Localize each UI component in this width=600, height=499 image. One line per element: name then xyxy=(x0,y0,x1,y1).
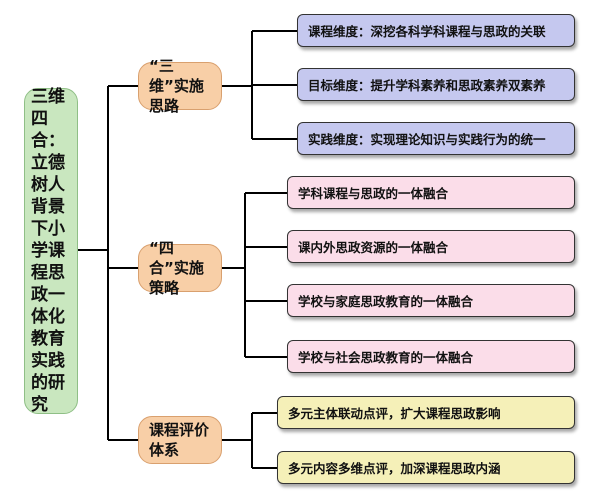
leaf-node-course-dimension: 课程维度：深挖各科学科课程与思政的关联 xyxy=(297,14,575,47)
leaf-node-label: 多元内容多维点评，加深课程思政内涵 xyxy=(288,461,501,476)
branch-node-label: “三维”实施 思路 xyxy=(149,57,219,115)
root-node-label: 三维四合：立德树人背景下小学课程思政一体化教育实践的研究 xyxy=(31,87,65,415)
branch-node-label: 课程评价体系 xyxy=(149,421,210,459)
leaf-node-multi-content-review: 多元内容多维点评，加深课程思政内涵 xyxy=(277,451,575,484)
leaf-node-label: 课内外思政资源的一体融合 xyxy=(298,240,449,255)
leaf-node-subject-integration: 学科课程与思政的一体融合 xyxy=(287,176,575,209)
leaf-node-practice-dimension: 实践维度：实现理论知识与实践行为的统一 xyxy=(297,122,575,155)
leaf-node-society-integration: 学校与社会思政教育的一体融合 xyxy=(287,340,575,373)
branch-node-four-integrations: “四合”实施策略 xyxy=(138,239,222,297)
leaf-node-label: 目标维度：提升学科素养和思政素养双素养 xyxy=(308,78,546,93)
leaf-node-label: 课程维度：深挖各科学科课程与思政的关联 xyxy=(308,24,546,39)
leaf-node-label: 学校与家庭思政教育的一体融合 xyxy=(298,294,474,309)
leaf-node-family-integration: 学校与家庭思政教育的一体融合 xyxy=(287,284,575,317)
leaf-node-label: 多元主体联动点评，扩大课程思政影响 xyxy=(288,406,501,421)
branch-node-three-dimensions: “三维”实施 思路 xyxy=(138,57,222,115)
branch-node-label: “四合”实施策略 xyxy=(149,239,204,297)
leaf-node-resource-integration: 课内外思政资源的一体融合 xyxy=(287,230,575,263)
leaf-node-label: 学校与社会思政教育的一体融合 xyxy=(298,350,474,365)
leaf-node-multi-subject-review: 多元主体联动点评，扩大课程思政影响 xyxy=(277,396,575,429)
root-node: 三维四合：立德树人背景下小学课程思政一体化教育实践的研究 xyxy=(24,87,78,415)
leaf-node-label: 实践维度：实现理论知识与实践行为的统一 xyxy=(308,132,546,147)
leaf-node-label: 学科课程与思政的一体融合 xyxy=(298,186,449,201)
branch-node-evaluation-system: 课程评价体系 xyxy=(138,416,222,464)
leaf-node-goal-dimension: 目标维度：提升学科素养和思政素养双素养 xyxy=(297,68,575,101)
